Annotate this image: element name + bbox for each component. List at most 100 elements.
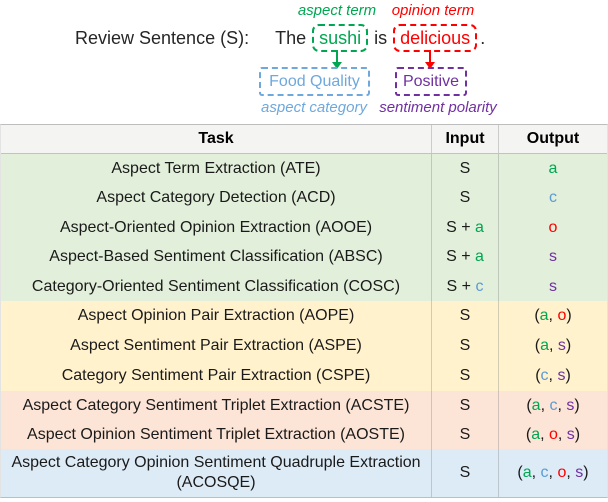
- opinion-term-box: delicious: [393, 24, 478, 52]
- input-cell: S: [431, 419, 498, 449]
- aspect-term-label: aspect term: [297, 2, 377, 19]
- task-cell: Category Sentiment Pair Extraction (CSPE…: [61, 367, 371, 385]
- output-cell: o: [498, 212, 607, 243]
- token-plain: S: [459, 307, 471, 325]
- token-plain: S: [459, 159, 471, 177]
- token-sentiment: s: [549, 248, 557, 266]
- token-opinion: o: [557, 307, 567, 325]
- table-row: Aspect-Oriented Opinion Extraction (AOOE…: [1, 212, 607, 243]
- token-plain: (: [525, 425, 532, 443]
- token-opinion: o: [548, 218, 558, 236]
- token-aspect: a: [531, 396, 541, 414]
- token-plain: S: [459, 425, 471, 443]
- token-opinion: o: [549, 425, 558, 443]
- token-category: c: [549, 189, 557, 207]
- input-cell: S: [431, 448, 498, 497]
- input-cell: S + c: [431, 271, 498, 301]
- token-aspect: a: [531, 425, 541, 443]
- token-plain: ,: [548, 307, 558, 325]
- token-plain: S: [459, 189, 471, 207]
- task-cell: Aspect Category Opinion Sentiment Quadru…: [11, 454, 421, 491]
- table-row: Category Sentiment Pair Extraction (CSPE…: [1, 360, 607, 391]
- output-cell: c: [498, 183, 607, 213]
- token-plain: S +: [446, 277, 476, 295]
- table-row: Category-Oriented Sentiment Classificati…: [1, 271, 607, 301]
- table-row: Aspect Category Opinion Sentiment Quadru…: [1, 448, 607, 497]
- header-input: Input: [431, 125, 498, 153]
- token-plain: S: [459, 337, 471, 355]
- token-plain: S +: [446, 248, 475, 266]
- token-plain: (: [526, 396, 532, 414]
- input-cell: S: [431, 390, 498, 420]
- task-table: Task Input Output Aspect Term Extraction…: [0, 124, 608, 498]
- token-category: c: [540, 367, 549, 385]
- task-cell: Aspect Category Sentiment Triplet Extrac…: [22, 396, 410, 414]
- token-plain: ,: [549, 337, 558, 355]
- word-is: is: [374, 27, 388, 48]
- task-cell: Aspect Category Detection (ACD): [96, 189, 336, 207]
- aspect-category-box: Food Quality: [259, 67, 370, 96]
- opinion-term-label: opinion term: [391, 2, 475, 19]
- task-cell: Aspect Sentiment Pair Extraction (ASPE): [70, 337, 362, 355]
- token-sentiment: s: [566, 396, 575, 414]
- token-plain: ,: [566, 464, 576, 482]
- token-plain: ): [574, 425, 581, 443]
- sentence-diagram: aspect term opinion term Review Sentence…: [0, 0, 608, 124]
- token-category: c: [475, 277, 484, 295]
- output-cell: (a, c, o, s): [498, 448, 607, 497]
- input-cell: S: [431, 154, 498, 184]
- table-row: Aspect Opinion Sentiment Triplet Extract…: [1, 419, 607, 449]
- token-plain: ): [583, 464, 589, 482]
- token-category: c: [540, 464, 549, 482]
- output-cell: (a, s): [498, 330, 607, 361]
- token-plain: (: [517, 464, 523, 482]
- token-aspect: a: [475, 248, 484, 266]
- token-plain: S +: [446, 218, 475, 236]
- table-row: Aspect-Based Sentiment Classification (A…: [1, 242, 607, 272]
- table-row: Aspect Sentiment Pair Extraction (ASPE) S…: [1, 330, 607, 361]
- aspect-to-category-arrow: [332, 50, 342, 69]
- task-cell: Aspect-Oriented Opinion Extraction (AOOE…: [59, 218, 373, 236]
- task-cell: Category-Oriented Sentiment Classificati…: [31, 277, 401, 295]
- output-cell: s: [498, 271, 607, 301]
- token-plain: (: [535, 367, 541, 385]
- token-plain: S: [459, 396, 471, 414]
- token-sentiment: s: [549, 277, 557, 295]
- token-plain: S: [459, 367, 471, 385]
- token-aspect: a: [475, 218, 484, 236]
- table-row: Aspect Category Sentiment Triplet Extrac…: [1, 390, 607, 420]
- word-the: The: [275, 27, 307, 48]
- output-cell: (c, s): [498, 360, 607, 391]
- token-aspect: a: [522, 464, 532, 482]
- input-cell: S + a: [431, 242, 498, 272]
- header-output: Output: [498, 125, 607, 153]
- token-aspect: a: [548, 159, 558, 177]
- token-category: c: [549, 396, 558, 414]
- table-row: Aspect Opinion Pair Extraction (AOPE)S(a…: [1, 300, 607, 331]
- token-plain: ): [565, 337, 572, 355]
- opinion-to-polarity-arrow: [425, 50, 435, 69]
- review-sentence: Review Sentence (S): The sushi is delici…: [75, 24, 485, 52]
- token-plain: ): [565, 367, 571, 385]
- token-plain: ,: [540, 425, 549, 443]
- input-cell: S: [431, 183, 498, 213]
- input-cell: S + a: [431, 212, 498, 243]
- token-plain: ,: [557, 425, 567, 443]
- sentiment-polarity-box: Positive: [395, 67, 467, 96]
- token-aspect: a: [539, 307, 549, 325]
- token-plain: ): [566, 307, 572, 325]
- token-plain: ,: [548, 464, 558, 482]
- output-cell: s: [498, 242, 607, 272]
- token-plain: (: [534, 337, 541, 355]
- output-cell: (a, o, s): [498, 419, 607, 449]
- token-sentiment: s: [557, 367, 566, 385]
- token-plain: ,: [557, 396, 567, 414]
- task-cell: Aspect-Based Sentiment Classification (A…: [49, 248, 383, 266]
- output-cell: (a, c, s): [498, 390, 607, 420]
- token-plain: ): [574, 396, 580, 414]
- input-cell: S: [431, 360, 498, 391]
- aspect-term-box: sushi: [312, 24, 369, 52]
